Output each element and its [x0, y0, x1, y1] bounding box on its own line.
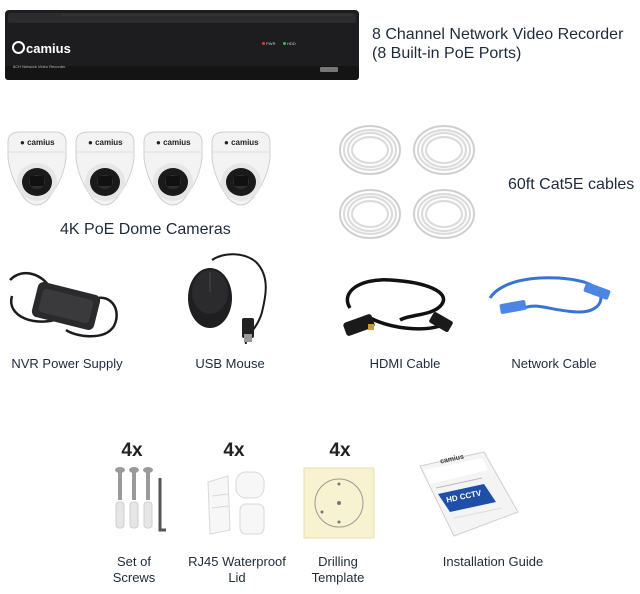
nvr-title-line1: 8 Channel Network Video Recorder — [372, 26, 624, 43]
power-supply — [4, 266, 130, 346]
screws-label: Set of Screws — [96, 554, 172, 586]
rj45-lid-label-line2: Lid — [228, 570, 246, 585]
rj45-waterproof-lid — [200, 466, 276, 542]
cat5e-cable-coils — [334, 118, 494, 248]
screws-label-line2: Screws — [112, 570, 156, 585]
network-cable — [484, 272, 614, 338]
usb-mouse — [184, 252, 274, 344]
camera-brand-2: ● camius — [88, 138, 123, 147]
nvr-led-hdd: HDD — [283, 41, 296, 46]
installation-guide-booklet — [414, 446, 524, 542]
nvr-title-line2: (8 Built-in PoE Ports) — [372, 45, 522, 62]
screws-set — [104, 464, 174, 542]
drilling-template-quantity: 4x — [329, 440, 351, 461]
power-supply-label: NVR Power Supply — [11, 356, 123, 371]
installation-guide-label-line1: Installation Guide — [442, 554, 544, 569]
cat5e-cable-label: 60ft Cat5E cables — [508, 176, 635, 193]
nvr-device — [2, 4, 362, 82]
screws-label-line1: Set of — [117, 554, 151, 569]
hdmi-cable — [330, 272, 456, 344]
screws-quantity: 4x — [121, 440, 143, 461]
usb-mouse-label: USB Mouse — [195, 356, 265, 371]
nvr-title: 8 Channel Network Video Recorder (8 Buil… — [372, 25, 638, 63]
nvr-brand-logo: camius — [12, 41, 71, 56]
drilling-template-label-line2: Template — [311, 570, 365, 585]
installation-guide-label: Installation Guide — [430, 554, 556, 570]
hdmi-cable-label: HDMI Cable — [369, 356, 441, 371]
camera-label: 4K PoE Dome Cameras — [60, 221, 231, 238]
drilling-template-label: Drilling Template — [296, 554, 380, 586]
camera-brand-1: ● camius — [20, 138, 55, 147]
camera-brand-4: ● camius — [224, 138, 259, 147]
network-cable-label: Network Cable — [511, 356, 597, 371]
camera-brand-3: ● camius — [156, 138, 191, 147]
nvr-led-pwr: PWR — [262, 41, 275, 46]
rj45-lid-quantity: 4x — [223, 440, 245, 461]
nvr-model-text: 8CH Network Video Recorder — [13, 64, 66, 69]
rj45-lid-label-line1: RJ45 Waterproof — [188, 554, 286, 569]
drilling-template — [302, 466, 376, 540]
drilling-template-label-line1: Drilling — [318, 554, 358, 569]
rj45-lid-label: RJ45 Waterproof Lid — [182, 554, 292, 586]
